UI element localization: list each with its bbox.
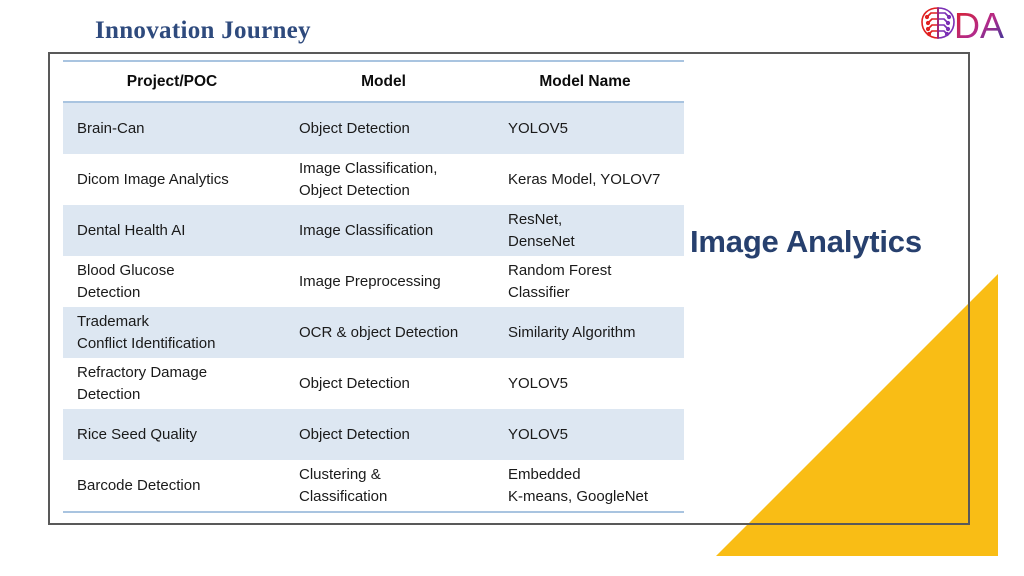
table-row: Dental Health AI Image Classification Re… [63, 205, 684, 256]
cell-model-name: Keras Model, YOLOV7 [508, 170, 661, 188]
cell-project: Barcode Detection [77, 476, 201, 494]
cell-project: Blood Glucose Detection [77, 262, 175, 301]
cell-project: Refractory Damage Detection [77, 364, 208, 403]
table-rule-bottom [63, 511, 684, 513]
logo-text: DA [954, 5, 1004, 44]
cell-model: Object Detection [299, 119, 410, 137]
table-rule-top [63, 60, 684, 62]
cell-project: Dental Health AI [77, 221, 186, 239]
column-header-model: Model [361, 72, 406, 90]
cell-model: Image Preprocessing [299, 272, 441, 290]
table-row: Trademark Conflict Identification OCR & … [63, 307, 684, 358]
table-row: Blood Glucose Detection Image Preprocess… [63, 256, 684, 307]
cell-model: Object Detection [299, 425, 410, 443]
cell-project: Trademark Conflict Identification [77, 313, 216, 352]
cell-model-name: Similarity Algorithm [508, 323, 636, 341]
table-header-row: Project/POC Model Model Name [63, 62, 684, 101]
cell-model-name: Random Forest Classifier [508, 262, 612, 301]
table-row: Refractory Damage Detection Object Detec… [63, 358, 684, 409]
cell-project: Rice Seed Quality [77, 425, 198, 443]
cell-model-name: Embedded K-means, GoogleNet [508, 466, 649, 505]
page-title: Innovation Journey [95, 17, 311, 44]
cell-model-name: YOLOV5 [508, 374, 569, 392]
table-row: Rice Seed Quality Object Detection YOLOV… [63, 409, 684, 460]
table-row: Dicom Image Analytics Image Classificati… [63, 154, 684, 205]
content-frame-border [48, 52, 970, 525]
cell-model-name: YOLOV5 [508, 119, 569, 137]
cell-model: OCR & object Detection [299, 323, 459, 341]
table-row: Barcode Detection Clustering & Classific… [63, 460, 684, 511]
table-rule-header-bottom [63, 101, 684, 103]
cell-model-name: YOLOV5 [508, 425, 569, 443]
poc-table: Project/POC Model Model Name Brain-Can O… [63, 60, 684, 513]
brand-logo: DA [914, 2, 1010, 44]
column-header-project: Project/POC [126, 72, 218, 90]
cell-project: Brain-Can [77, 119, 145, 137]
section-label: Image Analytics [690, 224, 922, 259]
cell-model-name: ResNet, DenseNet [508, 211, 575, 250]
cell-model: Clustering & Classification [299, 466, 388, 505]
cell-model: Object Detection [299, 374, 410, 392]
cell-model: Image Classification, Object Detection [299, 160, 438, 199]
column-header-model-name: Model Name [539, 72, 631, 90]
cell-project: Dicom Image Analytics [77, 170, 229, 188]
table-row: Brain-Can Object Detection YOLOV5 [63, 103, 684, 154]
yellow-accent-triangle [716, 274, 998, 556]
brain-circuit-icon: DA [921, 5, 1004, 44]
cell-model: Image Classification [299, 221, 434, 239]
